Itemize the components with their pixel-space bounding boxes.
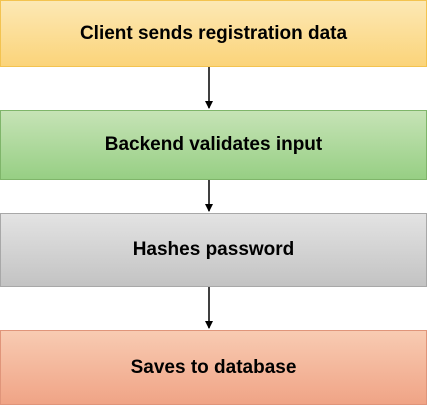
step-backend-validates-input: Backend validates input — [0, 110, 427, 180]
step-saves-to-database: Saves to database — [0, 330, 427, 405]
step-label: Hashes password — [132, 239, 295, 260]
step-label: Client sends registration data — [79, 22, 348, 44]
step-label: Saves to database — [130, 356, 297, 378]
step-client-sends-registration-data: Client sends registration data — [0, 0, 427, 67]
step-hashes-password: Hashes password — [0, 213, 427, 287]
step-label: Backend validates input — [104, 134, 323, 155]
